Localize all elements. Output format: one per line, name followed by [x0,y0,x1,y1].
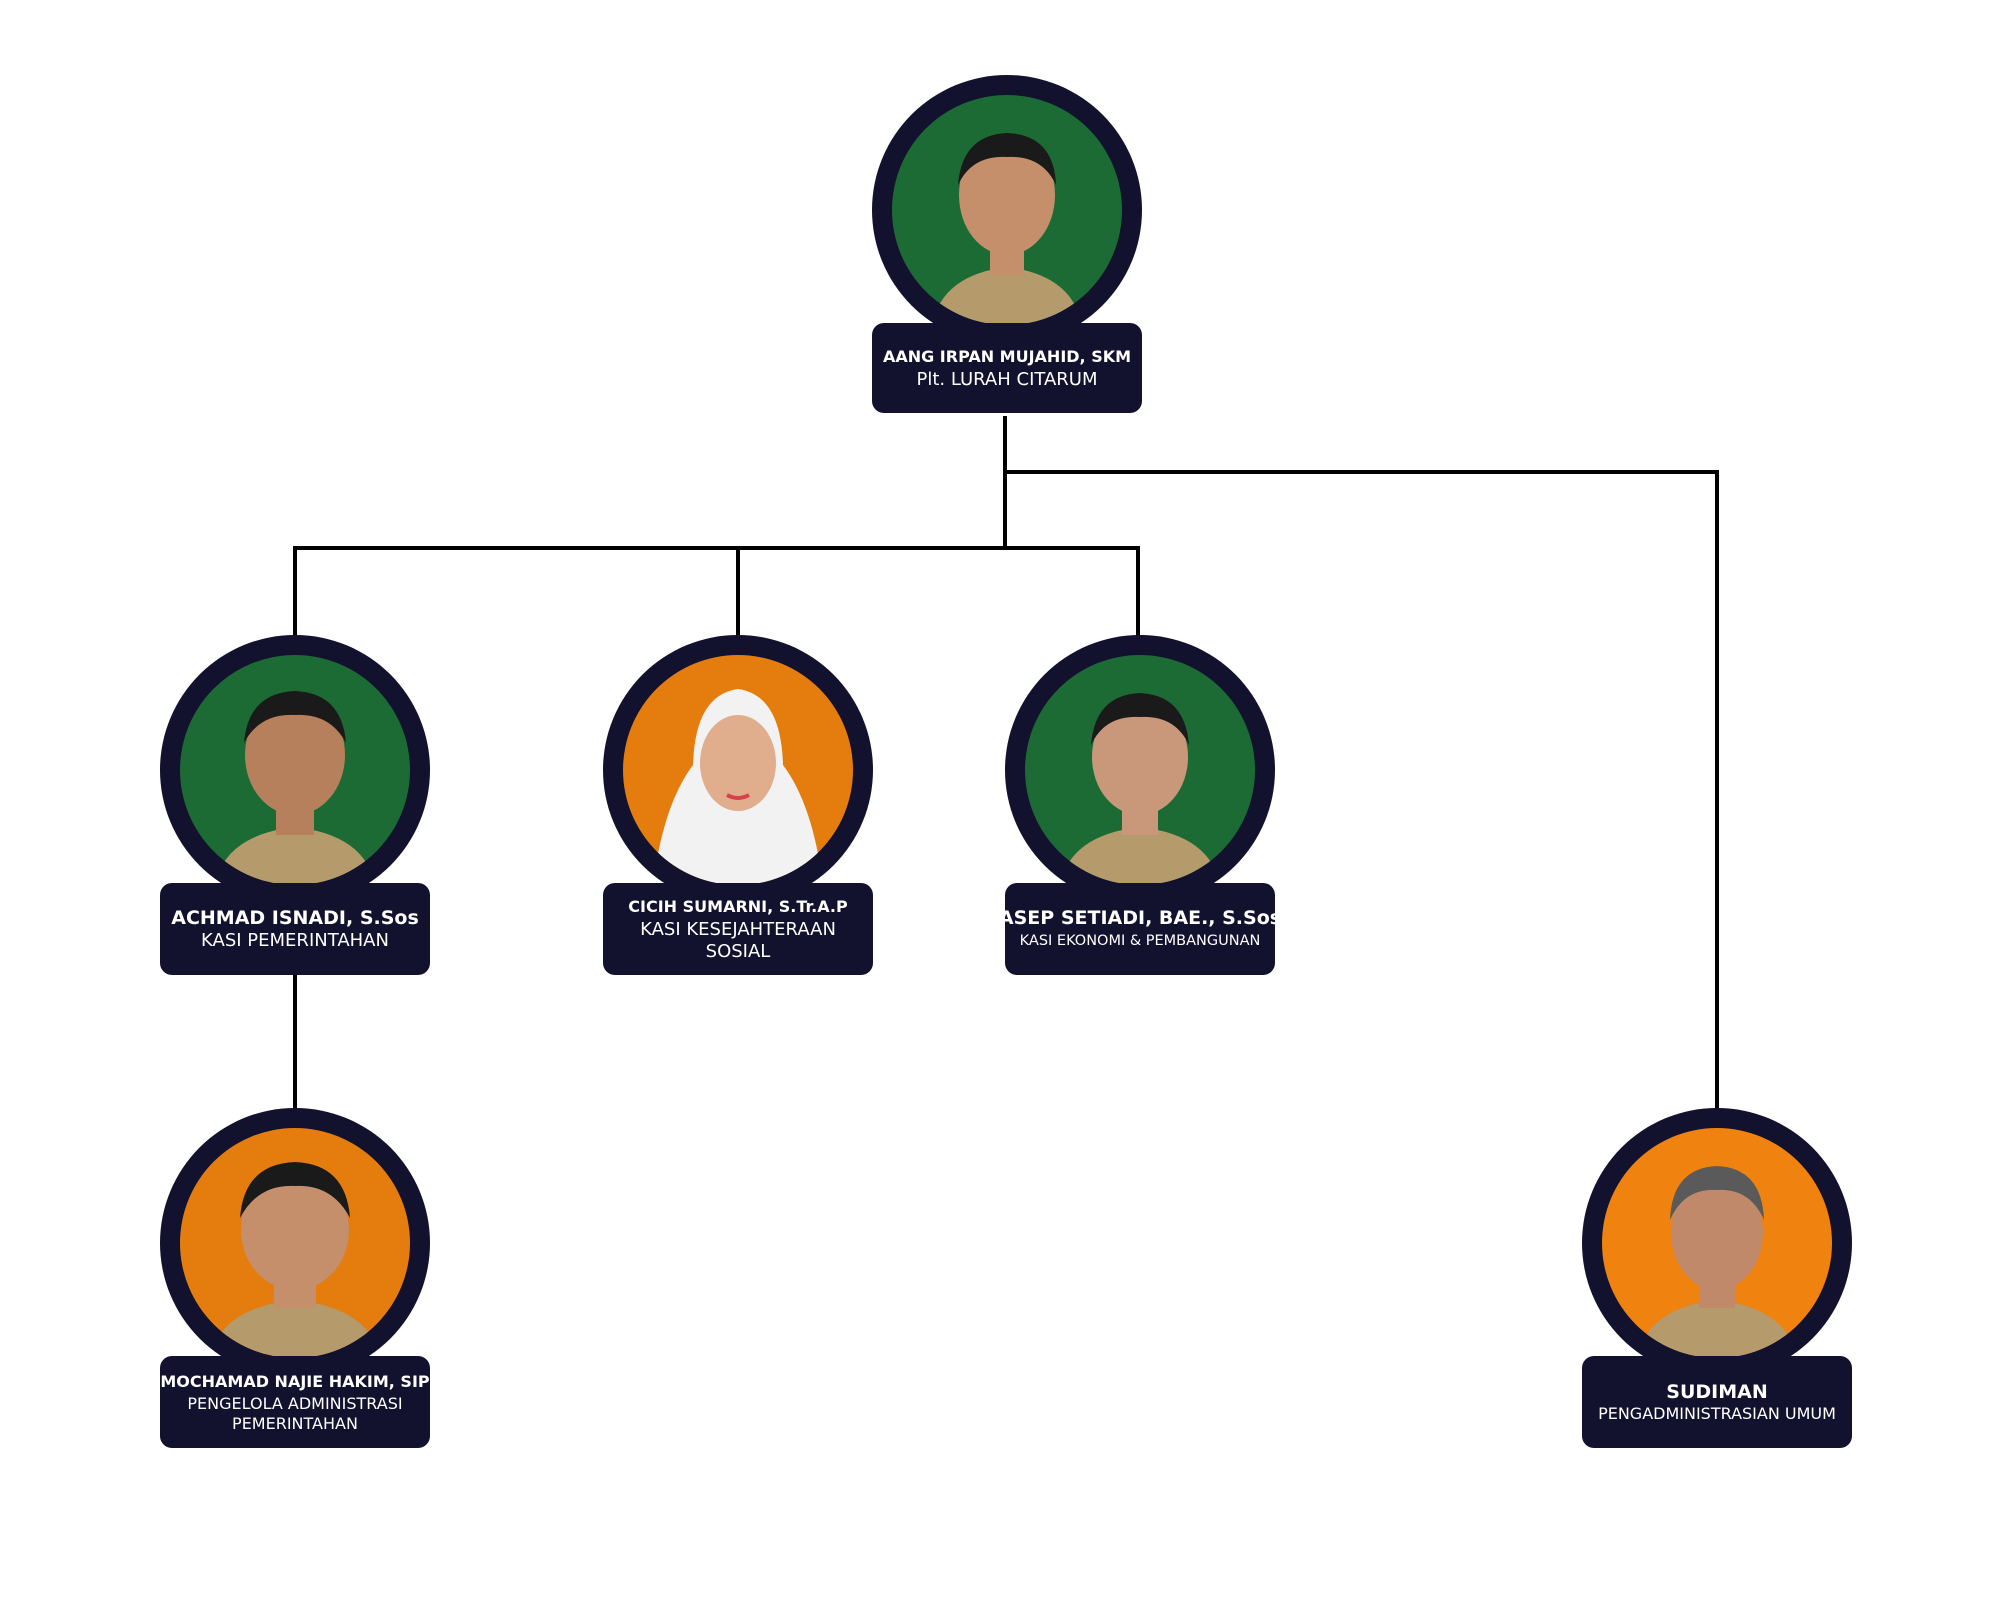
person-photo-icon [1025,655,1255,885]
photo-frame [1005,635,1275,905]
name-label-box: MOCHAMAD NAJIE HAKIM, SIP PENGELOLA ADMI… [160,1356,430,1448]
person-name: SUDIMAN [1666,1381,1768,1403]
person-role: KASI EKONOMI & PEMBANGUNAN [1019,933,1261,949]
person-photo-icon [892,95,1122,325]
person-role: KASI PEMERINTAHAN [201,930,389,951]
photo-frame [160,635,430,905]
person-role: KASI KESEJAHTERAAN SOSIAL [640,919,836,962]
person-photo-icon [180,655,410,885]
name-label-box: SUDIMAN PENGADMINISTRASIAN UMUM [1582,1356,1852,1448]
name-label-box: CICIH SUMARNI, S.Tr.A.P KASI KESEJAHTERA… [603,883,873,975]
person-role: PENGELOLA ADMINISTRASI PEMERINTAHAN [187,1394,403,1433]
person-name: ACHMAD ISNADI, S.Sos [171,907,419,929]
photo-frame [160,1108,430,1378]
photo-frame [1582,1108,1852,1378]
person-role: PENGADMINISTRASIAN UMUM [1598,1404,1836,1423]
person-role: Plt. LURAH CITARUM [916,369,1098,390]
name-label-box: ACHMAD ISNADI, S.Sos KASI PEMERINTAHAN [160,883,430,975]
person-photo-icon [1602,1128,1832,1358]
person-name: CICIH SUMARNI, S.Tr.A.P [628,897,848,916]
name-label-box: ASEP SETIADI, BAE., S.Sos KASI EKONOMI &… [999,883,1281,975]
person-photo-icon [180,1128,410,1358]
person-name: ASEP SETIADI, BAE., S.Sos [998,907,1282,929]
person-name: MOCHAMAD NAJIE HAKIM, SIP [160,1372,430,1391]
person-name: AANG IRPAN MUJAHID, SKM [882,347,1132,366]
name-label-box: AANG IRPAN MUJAHID, SKM Plt. LURAH CITAR… [872,323,1142,413]
person-photo-icon [623,655,853,885]
photo-frame [872,75,1142,345]
photo-frame [603,635,873,905]
